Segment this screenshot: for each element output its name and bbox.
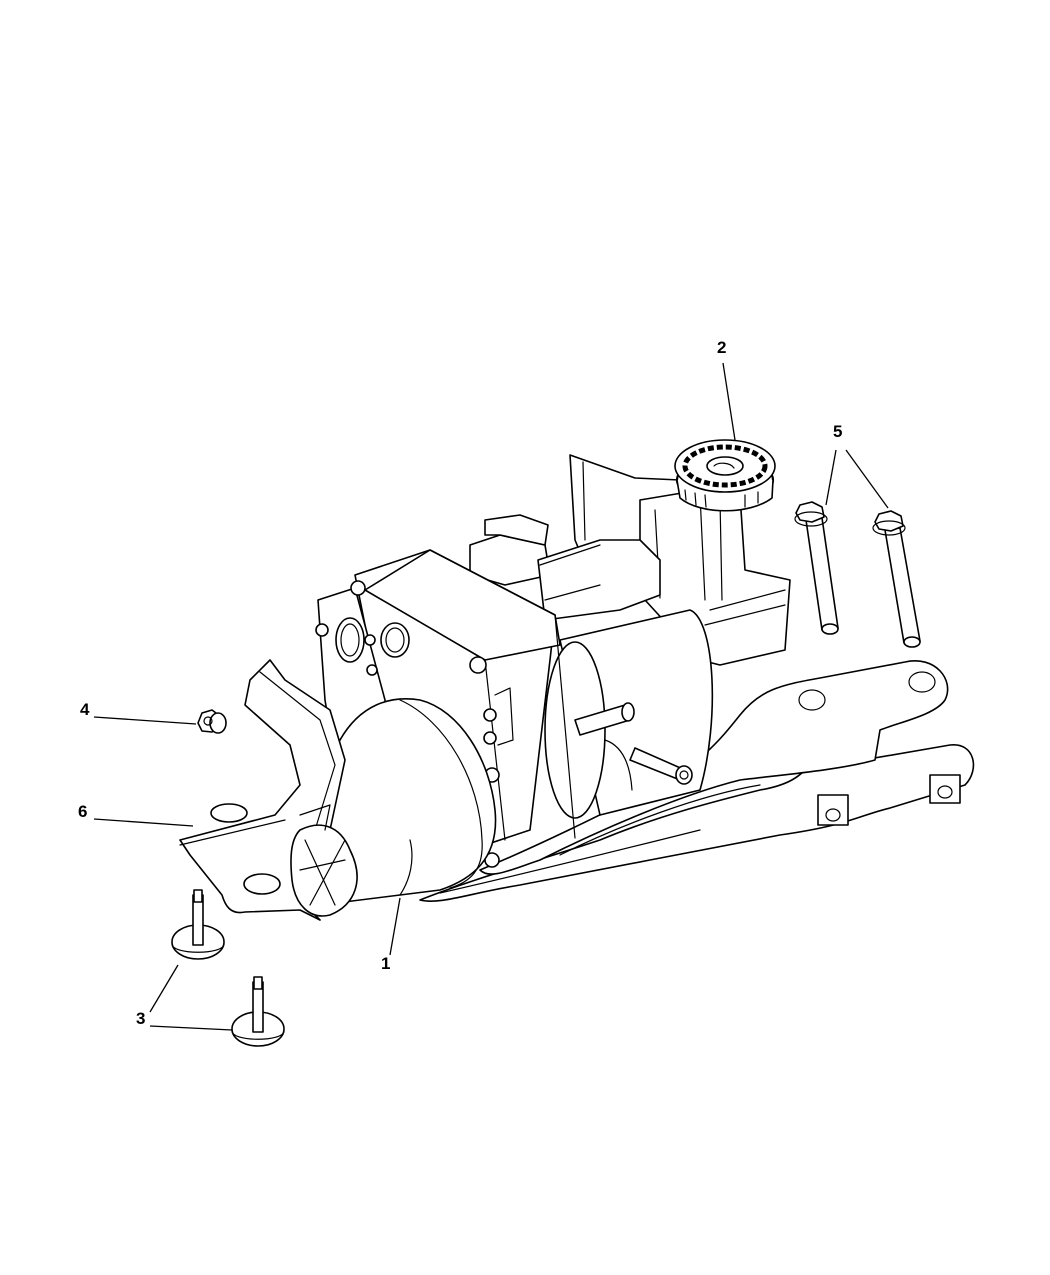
side-bolt bbox=[574, 702, 635, 736]
nut bbox=[197, 709, 227, 734]
lower-bracket-arm bbox=[419, 744, 975, 902]
callout-6: 6 bbox=[78, 802, 88, 821]
bracket-hole bbox=[210, 803, 248, 823]
mounting-bracket bbox=[179, 659, 358, 921]
leader-4 bbox=[93, 716, 197, 725]
leader-3a bbox=[149, 964, 179, 1013]
isolator-stud-lower bbox=[231, 976, 285, 1047]
callout-3: 3 bbox=[136, 1009, 146, 1028]
reservoir-cap bbox=[674, 439, 776, 512]
bolt-left bbox=[794, 501, 839, 635]
bracket-hole bbox=[243, 873, 281, 895]
leader-1 bbox=[389, 897, 401, 956]
stud-fitting bbox=[629, 747, 693, 785]
leader-5b bbox=[845, 449, 889, 509]
leader-6 bbox=[93, 818, 194, 827]
isolator-stud-upper bbox=[171, 889, 225, 960]
square-isolator-right bbox=[929, 774, 961, 804]
square-isolator-left bbox=[817, 794, 849, 826]
bolt-right bbox=[872, 510, 921, 648]
callout-4: 4 bbox=[80, 700, 90, 719]
callout-5: 5 bbox=[833, 422, 843, 441]
leader-lines bbox=[93, 362, 889, 1031]
bracket-hole bbox=[908, 671, 936, 693]
callout-1: 1 bbox=[381, 954, 391, 973]
leader-2 bbox=[722, 362, 736, 441]
leader-3b bbox=[149, 1025, 233, 1031]
pump-motor-cylinder bbox=[544, 609, 714, 819]
callout-2: 2 bbox=[717, 338, 727, 357]
leader-5a bbox=[825, 449, 837, 506]
bracket-hole bbox=[798, 689, 826, 711]
